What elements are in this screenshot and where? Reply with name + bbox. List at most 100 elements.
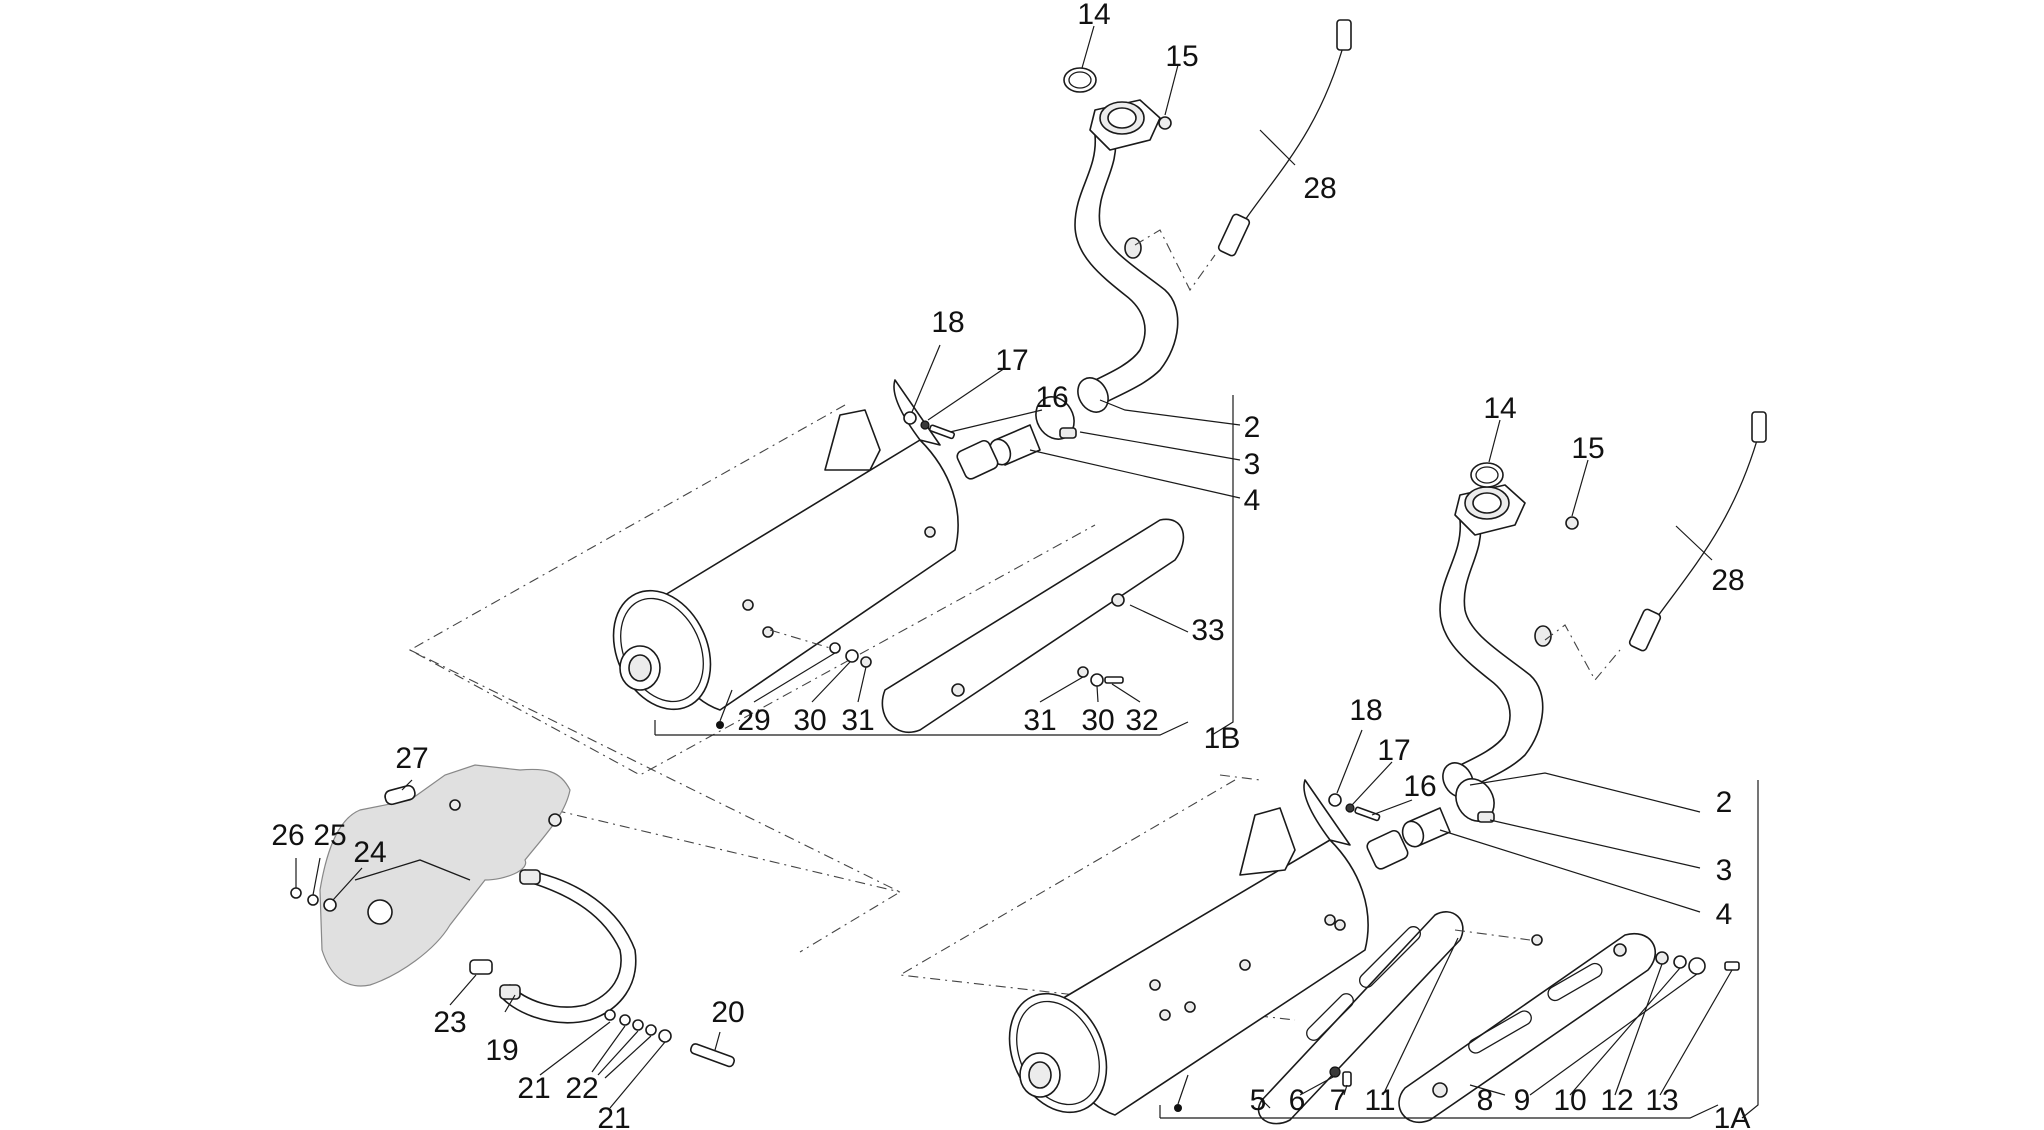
callout-32: 32 [1125,704,1158,737]
washer-30b [1090,673,1104,687]
flange-nut-1a [1565,516,1579,530]
lambda-sensor-wire [1244,39,1346,221]
washer-22a [619,1014,631,1026]
callout-28: 28 [1303,172,1336,205]
callout-12: 12 [1600,1084,1633,1117]
washer-6 [1329,1066,1341,1078]
washer-29 [829,642,841,654]
screw-13 [1724,961,1740,971]
callout-17: 17 [995,344,1028,377]
washer-10 [1673,955,1687,969]
washer-24 [323,898,337,912]
clamp-bolt [1059,427,1077,439]
callout-9: 9 [1514,1084,1531,1117]
sleeve-23 [469,959,493,975]
callout-14: 14 [1077,0,1110,31]
callout-13: 13 [1645,1084,1678,1117]
callout-15: 15 [1165,40,1198,73]
nut-26 [290,887,302,899]
callout-17: 17 [1377,734,1410,767]
muffler-bracket-1a [1239,807,1296,876]
washer-22b [632,1019,644,1031]
lambda-sensor-body [1217,213,1251,257]
reference-dot-1b [716,721,724,729]
callout-33: 33 [1191,614,1224,647]
callout-labels: 14 15 28 18 17 16 2 3 4 33 29 30 31 31 3… [271,0,1750,1130]
callout-18: 18 [931,306,964,339]
callout-30: 30 [793,704,826,737]
callout-22: 22 [565,1072,598,1105]
callout-4: 4 [1244,484,1261,517]
assembly-1a [898,411,1767,1125]
muffler-bracket [824,409,881,471]
pipe-outlet [1077,377,1109,413]
washer-25 [307,894,319,906]
washer-21b [658,1029,672,1043]
callout-15: 15 [1571,432,1604,465]
callout-21: 21 [517,1072,550,1105]
callout-20: 20 [711,996,744,1029]
callout-1b: 1B [1204,722,1241,755]
callout-2: 2 [1716,786,1733,819]
callout-23: 23 [433,1006,466,1039]
hinge-pin-27 [384,784,416,806]
lambda-connector [1336,19,1352,51]
washer-9 [1688,957,1706,975]
callout-31: 31 [841,704,874,737]
callout-30: 30 [1081,704,1114,737]
bolt-20 [689,1043,735,1068]
callout-14: 14 [1483,392,1516,425]
callout-28: 28 [1711,564,1744,597]
washer-18 [903,411,917,425]
callout-21: 21 [597,1102,630,1130]
nut-12 [1655,951,1669,965]
reference-dot-1a [1174,1104,1182,1112]
nut-31a [860,656,872,668]
washer-22c [645,1024,657,1036]
callout-19: 19 [485,1034,518,1067]
flange-port-inner [1107,107,1137,129]
flange-nut [1158,116,1172,130]
mounting-strap-19 [499,869,637,1024]
callout-5: 5 [1250,1084,1267,1117]
callout-18: 18 [1349,694,1382,727]
callout-24: 24 [353,836,386,869]
callout-16: 16 [1403,770,1436,803]
callout-8: 8 [1477,1084,1494,1117]
callout-26: 26 [271,819,304,852]
bolt-16 [928,424,956,440]
washer-30a [845,649,859,663]
muffler-inlet-pipe [956,439,999,480]
heat-shield [881,518,1185,733]
washer-21a [604,1009,616,1021]
assembly-1b [408,19,1352,776]
callout-10: 10 [1553,1084,1586,1117]
callout-1a: 1A [1714,1102,1751,1130]
callout-3: 3 [1244,448,1261,481]
callout-3: 3 [1716,854,1733,887]
callout-25: 25 [313,819,346,852]
swingarm-bracket-assembly [290,649,902,1109]
callout-6: 6 [1289,1084,1306,1117]
callout-31: 31 [1023,704,1056,737]
callout-11: 11 [1364,1084,1395,1117]
callout-16: 16 [1035,381,1068,414]
callout-2: 2 [1244,411,1261,444]
callout-29: 29 [737,704,770,737]
assembly-1b-envelope [408,404,1096,776]
nut-31b [1077,666,1089,678]
washer-17 [920,420,930,430]
pipe-sensor-boss [1124,237,1142,259]
exhaust-pipe [1074,134,1179,406]
lambda-sensor-wire-1a [1654,429,1761,621]
callout-4: 4 [1716,898,1733,931]
mounting-bracket-5 [1257,911,1464,1125]
screw-32 [1104,676,1124,684]
callout-7: 7 [1330,1084,1347,1117]
muffler-inlet-cone [893,379,941,446]
engine-mount-bracket [319,764,571,987]
exhaust-pipe-1a [1439,519,1544,791]
callout-27: 27 [395,742,428,775]
